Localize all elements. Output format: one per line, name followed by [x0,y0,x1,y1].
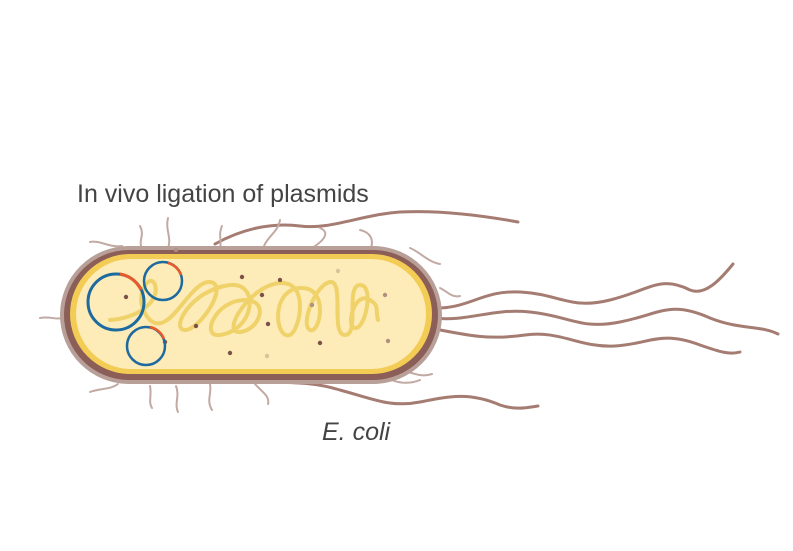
ribosomes [123,248,391,359]
pili [39,217,461,413]
nucleoid-dna [108,279,380,338]
diagram-title: In vivo ligation of plasmids [77,180,369,208]
plasmid-large [86,272,146,332]
organism-label: E. coli [322,418,391,446]
plasmid-small-bottom [125,325,167,367]
plasmid-small-top [142,260,184,302]
